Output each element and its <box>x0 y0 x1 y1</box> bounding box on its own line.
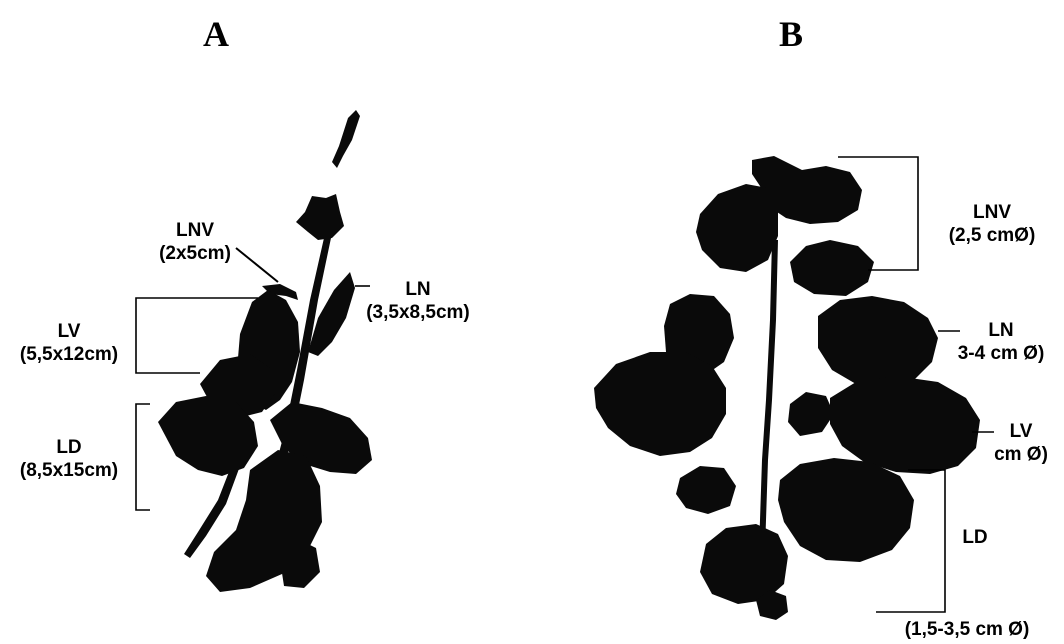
panel-a-ld-name: LD <box>2 436 136 459</box>
panel-a-lv-label: LV (5,5x12cm) <box>2 320 136 366</box>
panel-b-lv-label: LV cm Ø) <box>978 420 1064 466</box>
panel-a-ln-name: LN <box>358 278 478 301</box>
panel-b-ld-size-label: (1,5-3,5 cm Ø) <box>870 618 1064 641</box>
panel-a-ld-size: (8,5x15cm) <box>2 459 136 482</box>
panel-a-lv-name: LV <box>2 320 136 343</box>
panel-a-lnv-label: LNV (2x5cm) <box>150 219 240 265</box>
panel-a-ld-label: LD (8,5x15cm) <box>2 436 136 482</box>
panel-b-ld-size: (1,5-3,5 cm Ø) <box>870 618 1064 641</box>
panel-a-plant <box>158 110 372 592</box>
panel-b-lnv-name: LNV <box>920 201 1064 224</box>
panel-a-top-bud <box>332 110 360 168</box>
panel-b-ln-label: LN 3-4 cm Ø) <box>938 319 1064 365</box>
panel-a-lnv-name: LNV <box>150 219 240 242</box>
panel-a-ln-label: LN (3,5x8,5cm) <box>358 278 478 324</box>
panel-b-lv-leaf-mid <box>788 392 834 436</box>
panel-a-lnv-pointer <box>236 248 278 282</box>
panel-b-ld-leaf-right <box>778 458 914 562</box>
panel-a-ln-size: (3,5x8,5cm) <box>358 301 478 324</box>
panel-a-ld-bracket <box>136 404 150 510</box>
panel-b-ln-leaf-right <box>818 296 938 388</box>
panel-b-lnv-leaf-left <box>696 184 778 272</box>
panel-b-ln-size: 3-4 cm Ø) <box>938 342 1064 365</box>
panel-b-lv-name: LV <box>978 420 1064 443</box>
panel-b-lv-size: cm Ø) <box>978 443 1064 466</box>
panel-b-lv-leaf-right <box>830 376 980 474</box>
panel-a-flower <box>296 194 344 240</box>
panel-b-ld-name-label: LD <box>945 526 1005 549</box>
panel-b-lnv-leaf-right <box>790 240 874 296</box>
panel-b-ld-leaf-left <box>676 466 736 514</box>
panel-b-ln-name: LN <box>938 319 1064 342</box>
panel-b-lv-leaf-left <box>594 352 726 456</box>
panel-b-lnv-size: (2,5 cmØ) <box>920 224 1064 247</box>
panel-a-lnv-size: (2x5cm) <box>150 242 240 265</box>
panel-b-ld-name: LD <box>945 526 1005 549</box>
panel-b-lnv-label: LNV (2,5 cmØ) <box>920 201 1064 247</box>
panel-a-lv-size: (5,5x12cm) <box>2 343 136 366</box>
